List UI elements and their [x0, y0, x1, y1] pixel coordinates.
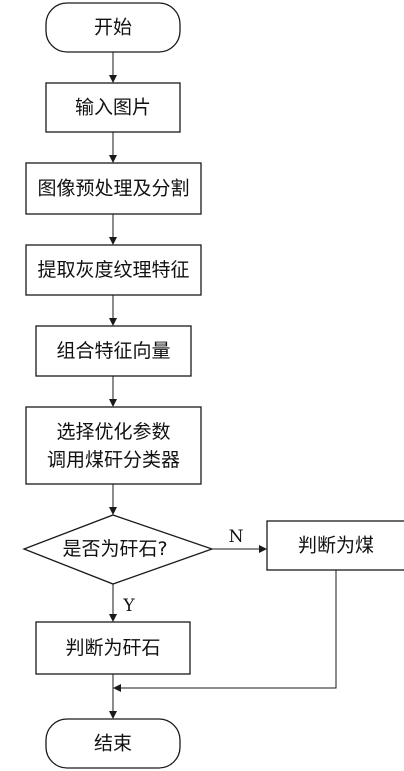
- node-judge-gangue: 判断为矸石: [35, 621, 191, 675]
- node-decision: 是否为矸石?: [22, 514, 214, 585]
- decision-label: 是否为矸石?: [62, 538, 167, 560]
- arrowhead-input: [109, 75, 117, 83]
- end-label: 结束: [94, 733, 132, 755]
- node-input: 输入图片: [45, 82, 181, 133]
- arrowhead-preprocess: [109, 155, 117, 163]
- classify-label-line1: 选择优化参数: [56, 421, 170, 443]
- judge-coal-label: 判断为煤: [298, 535, 374, 557]
- combine-label: 组合特征向量: [56, 340, 170, 362]
- arrowhead-combine: [109, 318, 117, 326]
- terminator-shape: [45, 2, 181, 53]
- process-box: [25, 162, 202, 215]
- node-combine: 组合特征向量: [35, 325, 192, 377]
- node-judge-coal: 判断为煤: [266, 520, 404, 571]
- process-box: [25, 406, 202, 485]
- process-box: [25, 244, 202, 296]
- arrow-coal-to-merge: [121, 570, 337, 689]
- process-box: [45, 82, 181, 133]
- process-box: [266, 520, 404, 571]
- edge-label-yes: Y: [122, 596, 135, 616]
- node-classify: 选择优化参数 调用煤矸分类器: [25, 406, 202, 485]
- arrowhead-extract: [109, 237, 117, 245]
- judge-gangue-label: 判断为矸石: [65, 637, 160, 659]
- preprocess-label: 图像预处理及分割: [37, 178, 189, 200]
- input-label: 输入图片: [75, 97, 151, 119]
- node-end: 结束: [45, 718, 181, 769]
- process-box: [35, 325, 192, 377]
- arrowhead-coal: [259, 545, 267, 553]
- connectors: [109, 52, 337, 719]
- arrowhead-end: [109, 711, 117, 719]
- terminator-shape: [45, 718, 181, 769]
- node-start: 开始: [45, 2, 181, 53]
- start-label: 开始: [94, 17, 132, 39]
- decision-diamond: [22, 514, 214, 585]
- arrowhead-gangue: [109, 614, 117, 622]
- arrowhead-merge: [113, 684, 121, 692]
- process-box: [35, 621, 191, 675]
- node-preprocess: 图像预处理及分割: [25, 162, 202, 215]
- arrowhead-classify: [109, 399, 117, 407]
- node-extract: 提取灰度纹理特征: [25, 244, 202, 296]
- classify-label-line2: 调用煤矸分类器: [47, 449, 180, 471]
- edge-label-no: N: [229, 527, 244, 547]
- arrowhead-decision: [109, 507, 117, 515]
- extract-label: 提取灰度纹理特征: [37, 259, 189, 281]
